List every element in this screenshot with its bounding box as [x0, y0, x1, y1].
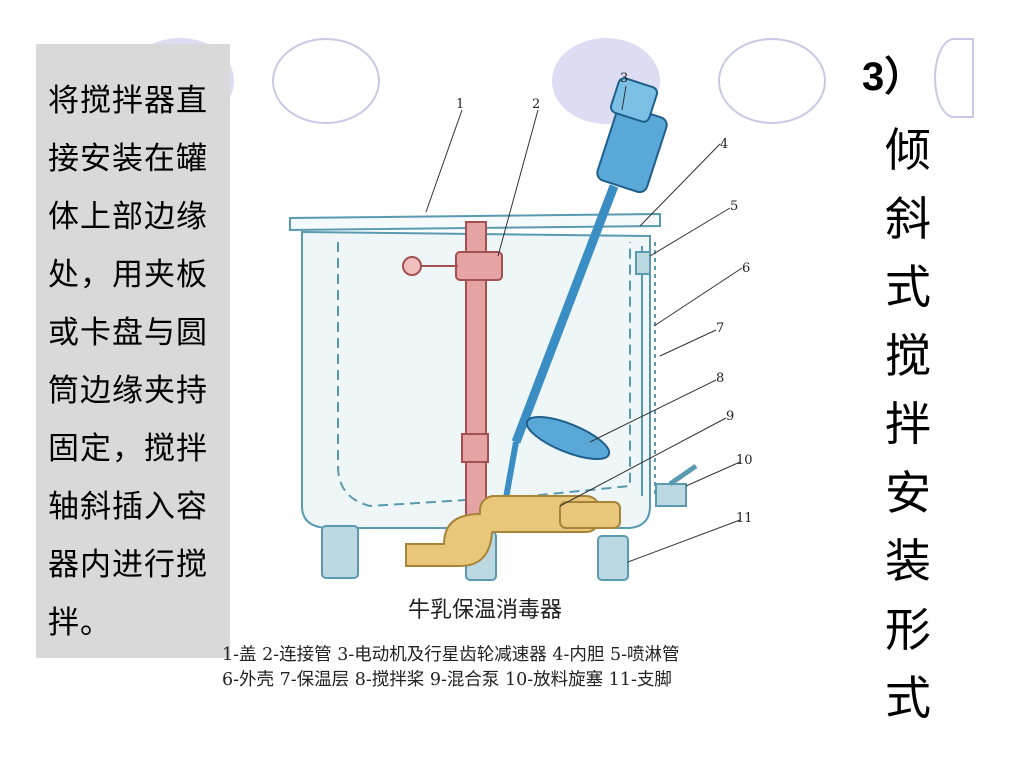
description-text: 将搅拌器直接安装在罐体上部边缘处，用夹板或卡盘与圆筒边缘夹持固定，搅拌轴斜插入容… — [48, 83, 208, 641]
part-number-8: 8 — [716, 371, 724, 386]
leader-lines — [425, 85, 743, 563]
decor-circle-4 — [718, 38, 826, 124]
connecting-pipe — [402, 221, 503, 523]
part-number-5: 5 — [730, 199, 738, 214]
part-number-11: 11 — [736, 511, 753, 526]
part-number-1: 1 — [456, 97, 464, 112]
pasteurizer-diagram: 1 2 3 4 5 6 7 8 9 10 11 — [289, 71, 753, 581]
part-number-10: 10 — [736, 453, 753, 468]
description-panel — [36, 44, 230, 658]
part-number-2: 2 — [532, 97, 540, 112]
decor-circle-2 — [272, 38, 380, 124]
part-number-4: 4 — [720, 137, 728, 152]
legend-line-2: 6-外壳 7-保温层 8-搅拌桨 9-混合泵 10-放料旋塞 11-支脚 — [222, 670, 672, 690]
mixing-pump — [405, 495, 621, 567]
spray-pipe — [635, 242, 656, 496]
decor-circle-5 — [934, 38, 974, 118]
slide-title: 倾斜式搅拌安装形式 — [885, 123, 931, 725]
agitator — [503, 77, 668, 499]
outlet-valve — [655, 463, 698, 507]
part-number-9: 9 — [726, 409, 734, 424]
legend-line-1: 1-盖 2-连接管 3-电动机及行星齿轮减速器 4-内胆 5-喷淋管 — [222, 645, 680, 665]
part-number-3: 3 — [620, 71, 628, 86]
part-number-6: 6 — [742, 261, 750, 276]
figure-caption: 牛乳保温消毒器 — [408, 598, 563, 623]
section-number: 3） — [862, 55, 925, 99]
part-number-7: 7 — [716, 321, 724, 336]
figure-legend: 1-盖 2-连接管 3-电动机及行星齿轮减速器 4-内胆 5-喷淋管 6-外壳 7… — [222, 643, 842, 693]
